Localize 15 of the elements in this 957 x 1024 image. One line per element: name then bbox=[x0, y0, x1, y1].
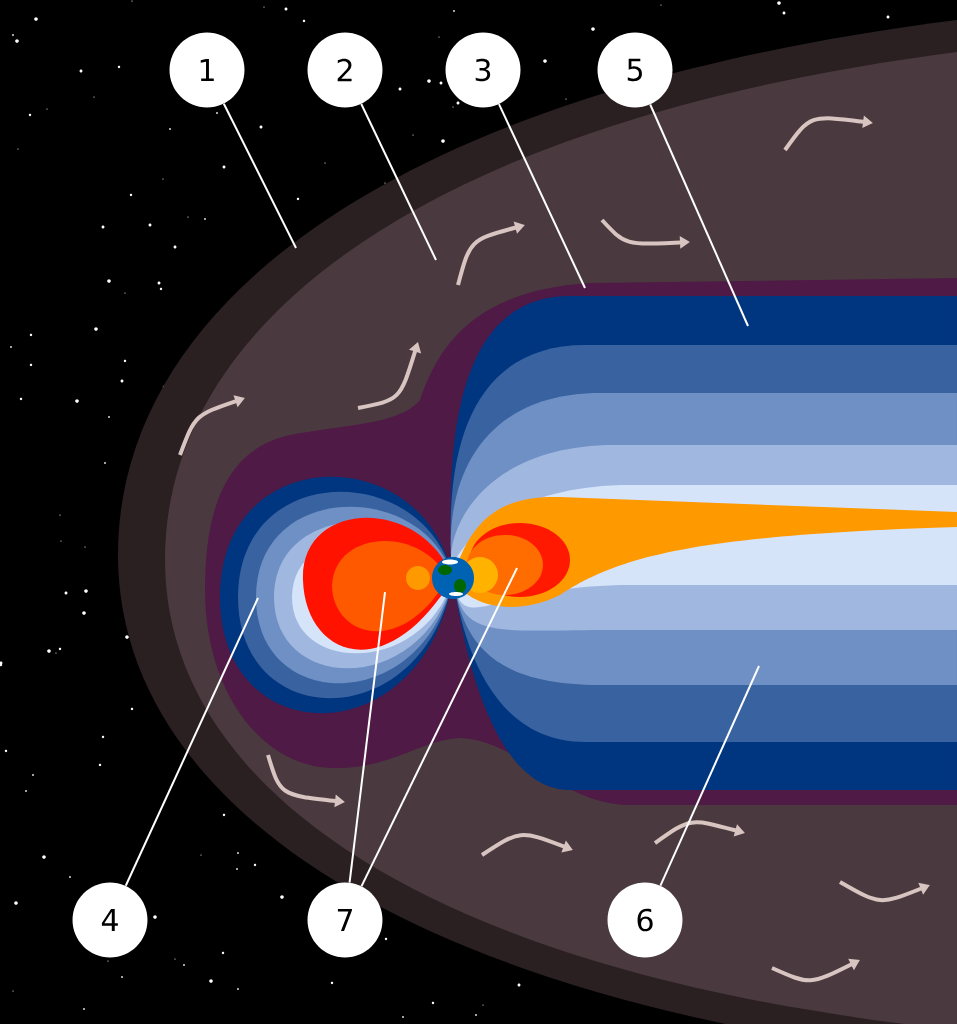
leader-line bbox=[360, 103, 437, 261]
callout-number: 7 bbox=[307, 882, 383, 958]
leader-line bbox=[659, 665, 760, 887]
callout-number: 3 bbox=[445, 32, 521, 108]
leader-line bbox=[649, 103, 749, 327]
leader-line bbox=[124, 597, 259, 887]
callout-number: 6 bbox=[607, 882, 683, 958]
leader-line bbox=[222, 102, 297, 249]
callout-number: 4 bbox=[72, 882, 148, 958]
leader-line bbox=[498, 103, 586, 289]
callout-number: 5 bbox=[597, 32, 673, 108]
callout-number: 2 bbox=[307, 32, 383, 108]
leader-line bbox=[360, 567, 518, 888]
leader-line bbox=[348, 591, 386, 884]
callout-number: 1 bbox=[169, 32, 245, 108]
